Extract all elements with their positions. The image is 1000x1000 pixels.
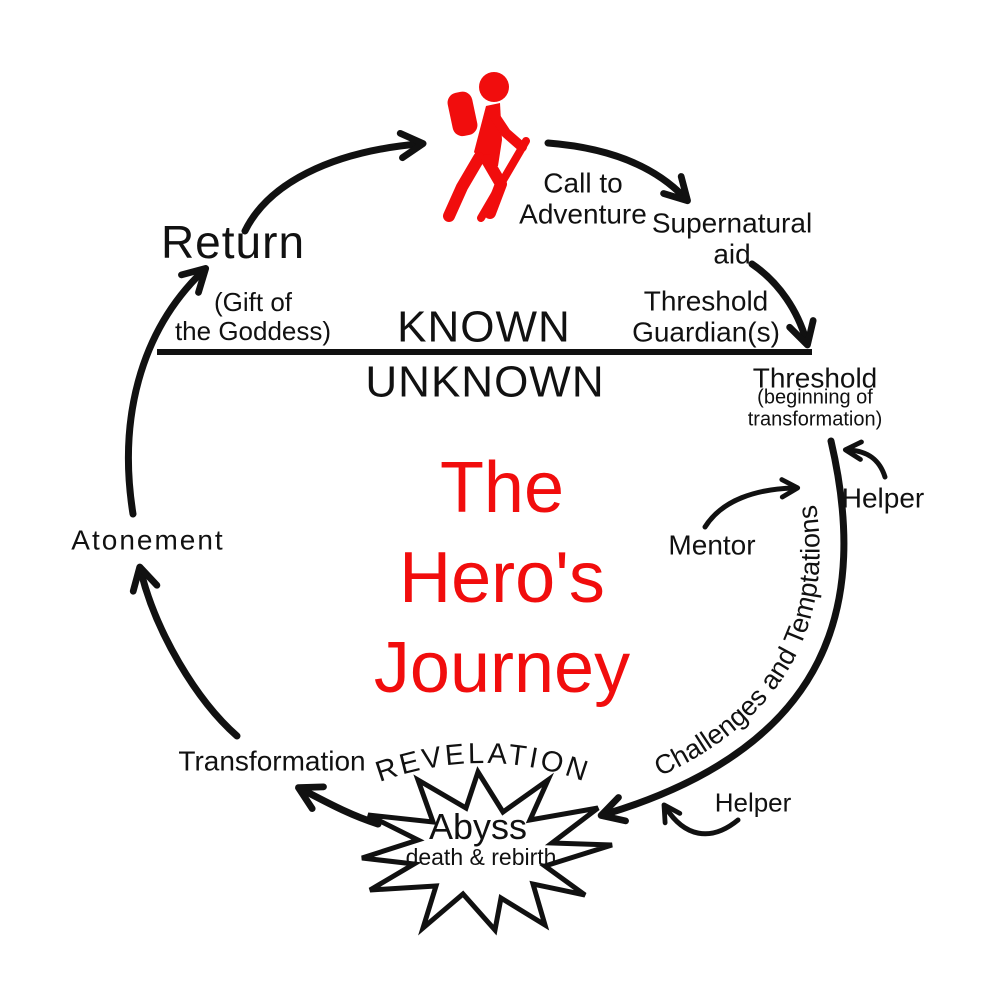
diagram-title: The Hero's Journey: [373, 448, 631, 708]
arrow-supernatural-aid-to-threshold: [748, 260, 817, 349]
stage-transformation-label: Transformation: [178, 745, 366, 777]
stage-return-label: Return: [160, 216, 306, 269]
arrow-atonement-to-return: [125, 265, 210, 518]
stage-supernatural-aid-label: Supernatural aid: [651, 207, 813, 270]
stage-abyss-label: Abyss: [428, 805, 528, 847]
mentor-label: Mentor: [668, 529, 756, 561]
abyss-subtitle: death & rebirth: [405, 844, 557, 871]
stage-threshold-label: Threshold: [752, 362, 878, 394]
stage-threshold-guardians-label: Threshold Guardian(s): [632, 285, 780, 348]
abyss-starburst: [361, 766, 613, 936]
hiker-icon: [443, 72, 530, 222]
arrow-helper-right-pointer: [842, 439, 888, 480]
arrow-helper-bottom-pointer: [661, 802, 741, 837]
arrow-mentor-pointer: [702, 477, 801, 530]
arrow-return-to-hero: [241, 129, 427, 235]
helper-right-label: Helper: [841, 482, 925, 514]
helper-bottom-label: Helper: [714, 787, 792, 818]
stage-call-to-adventure-label: Call to Adventure: [519, 167, 647, 230]
threshold-subtitle: (beginning of transformation): [747, 386, 883, 431]
arrow-challenges-arc: [597, 437, 848, 825]
unknown-label: UNKNOWN: [365, 357, 605, 407]
arrow-hero-to-supernatural-aid: [544, 139, 691, 205]
arrow-abyss-to-transformation: [295, 783, 382, 828]
arrow-transformation-to-atonement: [129, 563, 241, 740]
known-label: KNOWN: [397, 302, 571, 352]
gift-of-goddess-label: (Gift of the Goddess): [174, 286, 332, 346]
stage-atonement-label: Atonement: [71, 524, 225, 556]
